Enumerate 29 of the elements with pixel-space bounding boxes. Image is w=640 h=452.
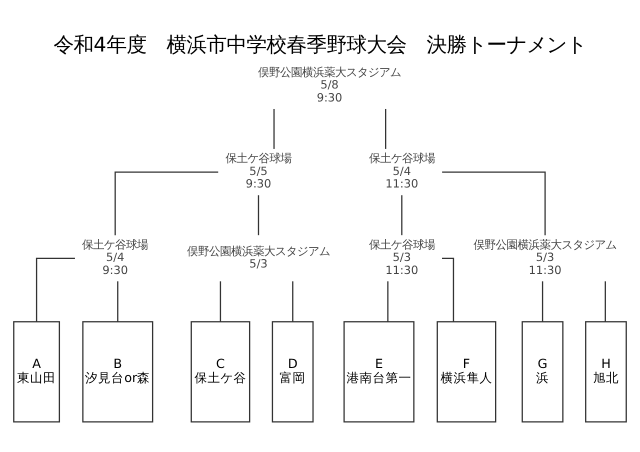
connector bbox=[114, 171, 218, 236]
node-text: 保土ケ谷球場 5/5 9:30 bbox=[225, 151, 292, 191]
node-box: G 浜 bbox=[522, 321, 564, 423]
node-text: 保土ケ谷球場 5/4 9:30 bbox=[82, 237, 148, 277]
connector bbox=[292, 281, 294, 322]
node-text: 俣野公園横浜薬大スタジアム 5/3 11:30 bbox=[474, 237, 617, 277]
connector bbox=[117, 281, 118, 322]
connector bbox=[36, 258, 75, 322]
node-box: C 保土ケ谷 bbox=[190, 321, 250, 423]
node-text: 俣野公園横浜薬大スタジアム 5/3 bbox=[186, 244, 330, 270]
node-box: E 港南台第一 bbox=[343, 321, 414, 423]
connector bbox=[273, 108, 275, 149]
connector bbox=[401, 195, 402, 236]
node-box: D 富岡 bbox=[272, 321, 314, 423]
node-text: 俣野公園横浜薬大スタジアム 5/8 9:30 bbox=[258, 64, 402, 104]
connector bbox=[387, 281, 388, 322]
diagram-title: 令和4年度 横浜市中学校春季野球大会 決勝トーナメント bbox=[54, 32, 586, 56]
node-text: 保土ケ谷球場 5/3 11:30 bbox=[368, 237, 435, 277]
node-box: F 横浜隼人 bbox=[436, 321, 496, 423]
connector bbox=[385, 108, 386, 149]
node-box: H 旭北 bbox=[585, 321, 627, 423]
node-box: A 東山田 bbox=[13, 321, 60, 423]
connector bbox=[542, 281, 544, 322]
connector bbox=[604, 281, 606, 322]
node-box: B 汐見台or森 bbox=[82, 321, 154, 423]
node-text: 保土ケ谷球場 5/4 11:30 bbox=[368, 151, 435, 191]
connector bbox=[220, 281, 222, 322]
connector bbox=[258, 195, 260, 236]
connector bbox=[442, 171, 546, 236]
